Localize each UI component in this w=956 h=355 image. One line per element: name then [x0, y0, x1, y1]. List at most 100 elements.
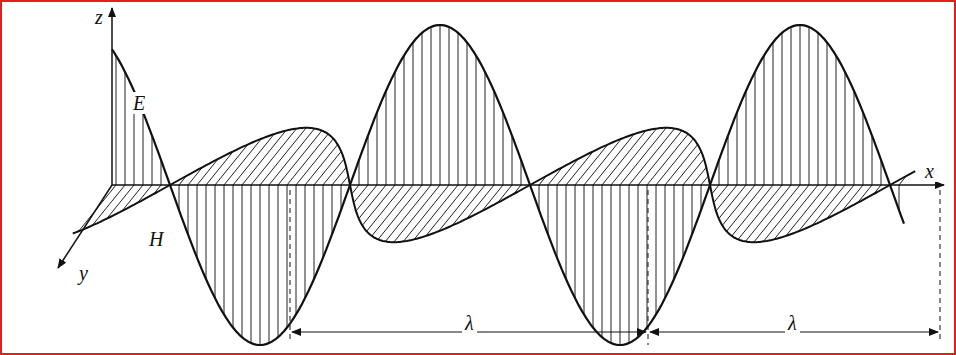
- hatch-line: [188, 185, 189, 234]
- hatch-line: [566, 185, 567, 279]
- wavelength-label: λ: [462, 312, 477, 334]
- hatch-line: [503, 112, 504, 185]
- hatch-line: [404, 56, 405, 185]
- hatch-line: [233, 185, 234, 328]
- hatch-line: [647, 185, 648, 328]
- hatch-line: [251, 129, 297, 186]
- hatch-line: [332, 185, 333, 234]
- hatch-line: [224, 185, 225, 314]
- hatch-line: [422, 33, 423, 185]
- hatch-line: [395, 72, 396, 185]
- hatch-line: [714, 185, 728, 203]
- hatch-line: [548, 167, 562, 185]
- hatch-line: [782, 33, 783, 185]
- hatch-line: [197, 185, 198, 258]
- axis-label: z: [92, 6, 106, 28]
- hatch-line: [367, 185, 404, 231]
- hatch-line: [763, 185, 809, 242]
- hatch-line: [122, 185, 143, 211]
- hatch-line: [296, 139, 333, 185]
- hatch-line: [812, 185, 845, 225]
- hatch-line: [638, 131, 682, 185]
- hatch-line: [602, 185, 603, 337]
- hatch-line: [746, 91, 747, 185]
- hatch-line: [732, 185, 773, 236]
- hatch-line: [287, 185, 288, 328]
- hatch-line: [745, 185, 791, 242]
- hatch-line: [352, 185, 359, 194]
- hatch-line: [701, 176, 708, 185]
- hatch-line: [656, 185, 657, 314]
- hatch-line: [354, 185, 368, 203]
- hatch-line: [872, 136, 873, 185]
- hatch-line: [386, 91, 387, 185]
- hatch-line: [593, 185, 594, 328]
- hatch-line: [674, 185, 675, 279]
- hatch-line: [863, 112, 864, 185]
- hatch-line: [800, 25, 801, 185]
- hatch-line: [683, 159, 704, 185]
- hatch-line: [557, 185, 558, 258]
- hatch-line: [332, 167, 346, 185]
- hatch-line: [557, 159, 578, 185]
- hatch-line: [799, 185, 836, 231]
- wavelength-guides: [290, 190, 940, 345]
- y-axis: [58, 185, 112, 268]
- hatch-line: [323, 185, 324, 258]
- hatch-line: [467, 42, 468, 185]
- hatch-line: [215, 185, 216, 298]
- hatch-line: [683, 185, 684, 258]
- hatch-line: [242, 185, 243, 337]
- hatch-line: [458, 33, 459, 185]
- hatch-line: [368, 136, 369, 185]
- hatch-line: [403, 185, 449, 242]
- hatch-line: [494, 91, 495, 185]
- hatch-line: [296, 185, 297, 314]
- hatch-line: [638, 185, 639, 337]
- hatch-line: [611, 129, 657, 186]
- hatch-line: [485, 72, 486, 185]
- hatch-line: [836, 56, 837, 185]
- hatch-line: [356, 185, 377, 211]
- hatch-line: [692, 185, 693, 234]
- x-axis: [112, 184, 944, 186]
- hatch-line: [854, 91, 855, 185]
- hatch-line: [138, 185, 152, 203]
- hatch-line: [341, 176, 348, 185]
- hatch-line: [152, 136, 153, 185]
- hatch-line: [116, 56, 117, 185]
- hatch-line: [692, 167, 706, 185]
- field-label: E: [130, 92, 148, 114]
- hatch-line: [611, 185, 612, 343]
- hatch-line: [377, 112, 378, 185]
- hatch-line: [727, 185, 764, 231]
- hatch-line: [278, 185, 279, 337]
- hatch-line: [548, 185, 549, 234]
- hatch-line: [323, 159, 344, 185]
- hatch-line: [143, 112, 144, 185]
- hatch-line: [738, 185, 782, 239]
- hatch-line: [629, 129, 675, 186]
- z-axis: [111, 8, 113, 185]
- hatch-line: [278, 131, 322, 185]
- hatch-line: [206, 185, 207, 279]
- hatch-line: [413, 42, 414, 185]
- hatch-line: [125, 72, 126, 185]
- hatch-line: [764, 56, 765, 185]
- hatch-line: [737, 112, 738, 185]
- hatch-line: [385, 185, 431, 242]
- hatch-line: [482, 185, 503, 211]
- hatch-line: [362, 185, 395, 225]
- hatch-line: [773, 42, 774, 185]
- hatch-line: [512, 136, 513, 185]
- hatch-line: [575, 185, 576, 298]
- hatch-line: [842, 185, 863, 211]
- hatch-line: [452, 185, 485, 225]
- hatch-line: [575, 145, 608, 185]
- hatch-line: [728, 136, 729, 185]
- hatch-line: [584, 185, 585, 314]
- hatch-line: [260, 185, 261, 345]
- hatch-line: [440, 25, 441, 185]
